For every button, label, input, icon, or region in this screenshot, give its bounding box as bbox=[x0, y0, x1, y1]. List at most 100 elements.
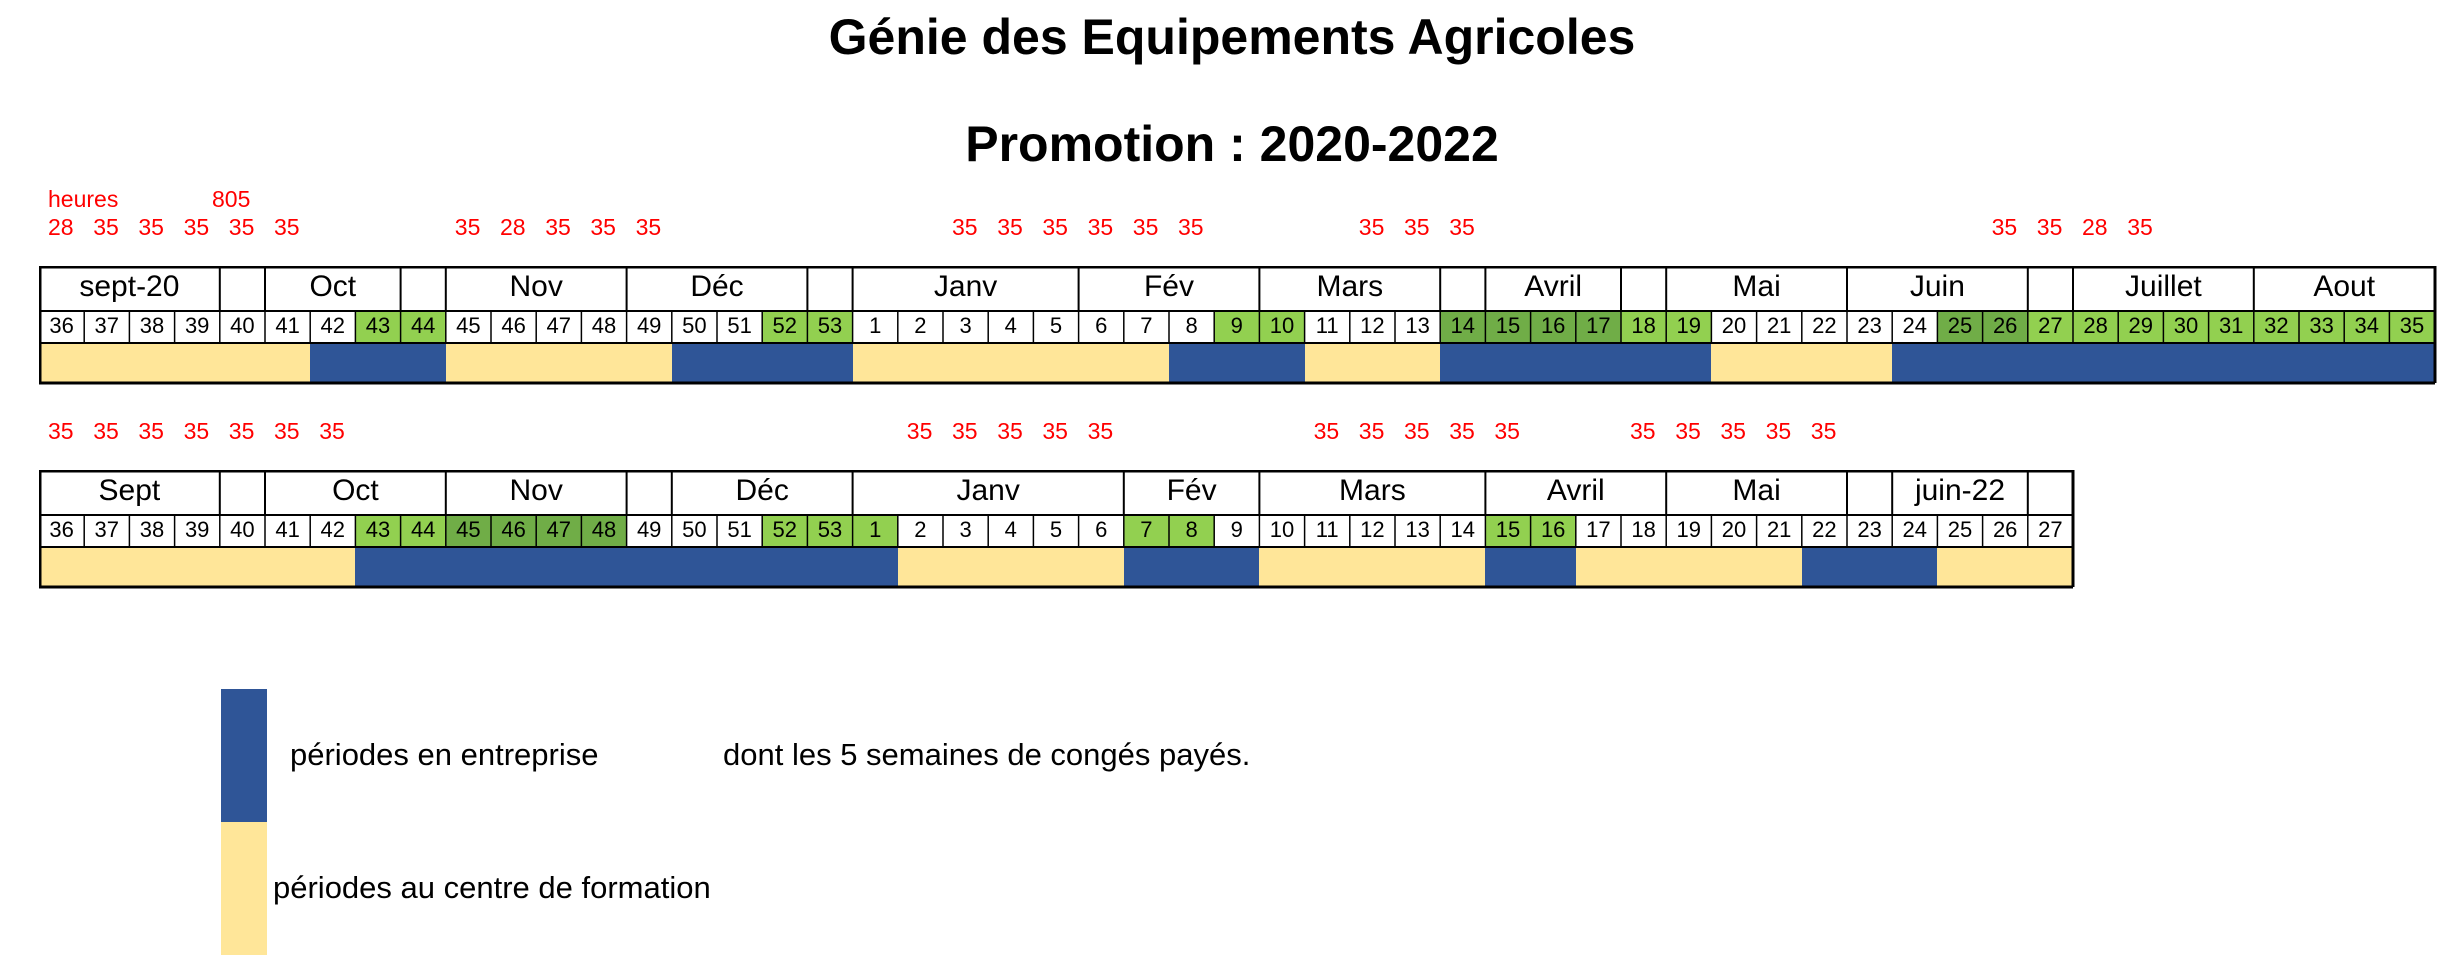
legend-label-entreprise: périodes en entreprise bbox=[290, 737, 599, 772]
week-number: 38 bbox=[139, 517, 165, 542]
month-header: Sept bbox=[98, 474, 161, 507]
weekly-hours: 35 bbox=[1132, 214, 1159, 240]
page-title: Génie des Equipements Agricoles bbox=[828, 9, 1636, 65]
week-number: 40 bbox=[230, 313, 255, 338]
month-header: sept-20 bbox=[79, 270, 180, 303]
week-number: 19 bbox=[1666, 311, 1712, 343]
weekly-hours: 35 bbox=[997, 214, 1023, 240]
week-number: 46 bbox=[491, 515, 537, 547]
weekly-hours: 28 bbox=[48, 214, 74, 240]
week-number: 25 bbox=[1937, 311, 1983, 343]
week-number: 7 bbox=[1140, 313, 1153, 338]
week-number: 13 bbox=[1405, 313, 1430, 338]
period-formation bbox=[1711, 343, 1893, 383]
weekly-hours: 35 bbox=[138, 214, 164, 240]
week-number: 5 bbox=[1049, 313, 1063, 338]
legend-note-entreprise: dont les 5 semaines de congés payés. bbox=[723, 737, 1251, 772]
month-header bbox=[627, 470, 672, 515]
week-number: 16 bbox=[1530, 515, 1576, 547]
weekly-hours: 35 bbox=[997, 418, 1023, 444]
week-number: 9 bbox=[1230, 517, 1243, 542]
week-number: 22 bbox=[1812, 313, 1837, 338]
weekly-hours: 35 bbox=[274, 214, 300, 240]
week-number: 8 bbox=[1169, 515, 1215, 547]
week-number: 14 bbox=[1450, 517, 1476, 542]
week-number: 21 bbox=[1766, 313, 1792, 338]
week-number: 27 bbox=[2027, 311, 2073, 343]
week-number: 41 bbox=[275, 313, 300, 338]
period-entreprise bbox=[1801, 547, 1938, 587]
weekly-hours: 28 bbox=[2082, 214, 2108, 240]
weekly-hours: 35 bbox=[906, 418, 933, 444]
week-number: 15 bbox=[1485, 515, 1531, 547]
month-header: Janv bbox=[956, 474, 1020, 507]
week-number: 36 bbox=[49, 313, 74, 338]
week-number: 1 bbox=[869, 313, 882, 338]
period-formation bbox=[1575, 547, 1802, 587]
week-number: 18 bbox=[1631, 517, 1656, 542]
legend-swatch-formation bbox=[221, 822, 267, 955]
week-number: 21 bbox=[1766, 517, 1792, 542]
week-number: 48 bbox=[591, 313, 617, 338]
week-number: 32 bbox=[2253, 311, 2299, 343]
week-number: 33 bbox=[2299, 311, 2345, 343]
week-number: 39 bbox=[184, 313, 210, 338]
week-number: 27 bbox=[2038, 517, 2063, 542]
weekly-hours: 35 bbox=[1042, 418, 1068, 444]
weekly-hours: 35 bbox=[2127, 214, 2153, 240]
period-entreprise bbox=[1892, 343, 2435, 383]
month-header: Mai bbox=[1732, 270, 1781, 303]
week-number: 42 bbox=[320, 313, 346, 338]
weekly-hours: 35 bbox=[1313, 418, 1340, 444]
month-header: Aout bbox=[2313, 270, 2376, 303]
week-number: 14 bbox=[1440, 311, 1486, 343]
period-formation bbox=[1937, 547, 2073, 587]
weekly-hours: 35 bbox=[319, 418, 345, 444]
month-header: Oct bbox=[309, 270, 357, 303]
week-number: 22 bbox=[1812, 517, 1837, 542]
week-number: 50 bbox=[682, 313, 707, 338]
week-number: 16 bbox=[1530, 311, 1576, 343]
week-number: 29 bbox=[2118, 311, 2164, 343]
month-header: Nov bbox=[509, 474, 563, 507]
month-header bbox=[1847, 470, 1892, 515]
week-number: 10 bbox=[1259, 311, 1305, 343]
week-number: 53 bbox=[807, 311, 853, 343]
weekly-hours: 35 bbox=[1404, 418, 1430, 444]
week-number: 8 bbox=[1185, 313, 1198, 338]
week-number: 12 bbox=[1360, 313, 1385, 338]
month-header bbox=[2028, 470, 2073, 515]
week-number: 26 bbox=[1992, 517, 2018, 542]
week-number: 42 bbox=[320, 517, 346, 542]
week-number: 23 bbox=[1857, 313, 1882, 338]
week-number: 37 bbox=[94, 517, 120, 542]
week-number: 31 bbox=[2208, 311, 2254, 343]
week-number: 52 bbox=[762, 311, 808, 343]
page-subtitle: Promotion : 2020-2022 bbox=[965, 116, 1499, 172]
weekly-hours: 35 bbox=[635, 214, 662, 240]
month-header: Fév bbox=[1166, 474, 1217, 507]
weekly-hours: 35 bbox=[1178, 214, 1204, 240]
month-header: Fév bbox=[1143, 270, 1194, 303]
weekly-hours: 35 bbox=[1087, 418, 1114, 444]
week-number: 6 bbox=[1095, 517, 1108, 542]
hours-label: heures bbox=[48, 186, 119, 212]
weekly-hours: 35 bbox=[48, 418, 74, 444]
week-number: 20 bbox=[1721, 517, 1747, 542]
month-header: Nov bbox=[509, 270, 563, 303]
week-number: 4 bbox=[1004, 517, 1017, 542]
month-header: juin-22 bbox=[1914, 474, 2006, 507]
weekly-hours: 35 bbox=[454, 214, 481, 240]
weekly-hours: 35 bbox=[590, 214, 616, 240]
weekly-hours: 35 bbox=[1765, 418, 1792, 444]
week-number: 1 bbox=[852, 515, 898, 547]
week-number: 25 bbox=[1947, 517, 1973, 542]
weekly-hours: 35 bbox=[545, 214, 571, 240]
month-header: Mai bbox=[1732, 474, 1781, 507]
weekly-hours: 35 bbox=[183, 214, 210, 240]
weekly-hours: 35 bbox=[1630, 418, 1656, 444]
period-entreprise bbox=[1123, 547, 1260, 587]
week-number: 47 bbox=[536, 515, 582, 547]
weekly-hours: 35 bbox=[183, 418, 210, 444]
